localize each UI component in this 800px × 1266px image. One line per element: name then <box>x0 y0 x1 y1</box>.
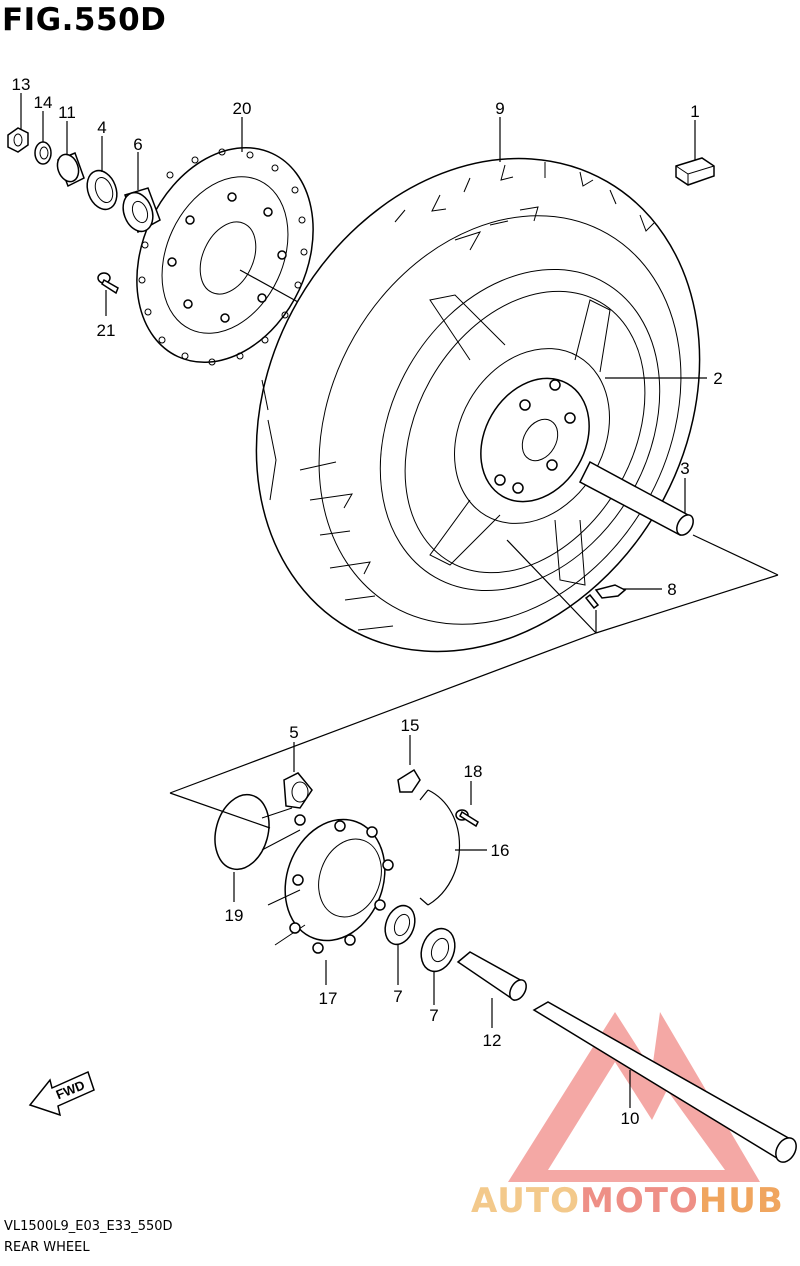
callout-14: 14 <box>34 93 53 112</box>
valve-part-8 <box>584 584 627 610</box>
sprocket-hub-part-17 <box>261 807 394 954</box>
callout-12: 12 <box>483 1031 502 1050</box>
watermark-auto: AUTO <box>471 1181 580 1221</box>
callout-7-right: 7 <box>429 1006 438 1025</box>
callout-17: 17 <box>319 989 338 1008</box>
watermark-moto: MOTO <box>579 1181 699 1221</box>
brake-disc-part-20 <box>136 146 314 366</box>
bearing-part-6 <box>122 187 161 234</box>
callout-11: 11 <box>58 103 76 122</box>
watermark-triangle-logo <box>508 1012 760 1182</box>
callout-2: 2 <box>713 369 722 388</box>
callout-21: 21 <box>97 321 116 340</box>
bearing-part-7b <box>420 927 456 973</box>
axle-shaft-part-3 <box>579 460 694 537</box>
bearing-part-7a <box>384 904 416 946</box>
callout-5: 5 <box>289 723 298 742</box>
callout-20: 20 <box>233 99 252 118</box>
callout-13: 13 <box>12 75 31 94</box>
watermark-hub: HUB <box>698 1181 784 1221</box>
callout-18: 18 <box>464 762 483 781</box>
bearing-part-5 <box>283 772 313 809</box>
oil-seal-part-4 <box>86 169 118 211</box>
callout-labels: 13 14 11 4 6 20 21 9 1 2 3 8 5 15 18 16 … <box>12 75 723 1128</box>
callout-7-left: 7 <box>393 987 402 1006</box>
spacer-part-11 <box>56 152 85 188</box>
o-ring-part-19 <box>214 793 270 871</box>
callout-19: 19 <box>225 906 244 925</box>
washer-part-14 <box>34 141 52 165</box>
weight-part-1 <box>675 157 715 186</box>
callout-16: 16 <box>491 841 510 860</box>
footer-section-name: REAR WHEEL <box>4 1240 90 1255</box>
figure-title: FIG.550D <box>2 2 167 38</box>
spacer-part-15 <box>397 768 421 793</box>
callout-10: 10 <box>621 1109 640 1128</box>
forward-direction-arrow: FWD <box>28 1070 95 1117</box>
callout-1: 1 <box>690 102 699 121</box>
callout-15: 15 <box>401 716 420 735</box>
callout-3: 3 <box>680 459 689 478</box>
leader-lines <box>20 93 779 1108</box>
callout-4: 4 <box>97 118 106 137</box>
callout-6: 6 <box>133 135 142 154</box>
callout-8: 8 <box>667 580 676 599</box>
wheel <box>379 268 661 592</box>
axle-part-10 <box>532 1001 797 1163</box>
bolt-part-21 <box>97 272 119 295</box>
footer-model-code: VL1500L9_E03_E33_550D <box>4 1219 173 1234</box>
circlip-part-16 <box>419 789 460 906</box>
bolt-part-18 <box>455 809 479 828</box>
callout-9: 9 <box>495 99 504 118</box>
watermark-brand: AUTOMOTOHUB <box>471 1181 784 1221</box>
nut-part-13 <box>7 127 29 153</box>
spacer-part-12 <box>456 951 527 1002</box>
